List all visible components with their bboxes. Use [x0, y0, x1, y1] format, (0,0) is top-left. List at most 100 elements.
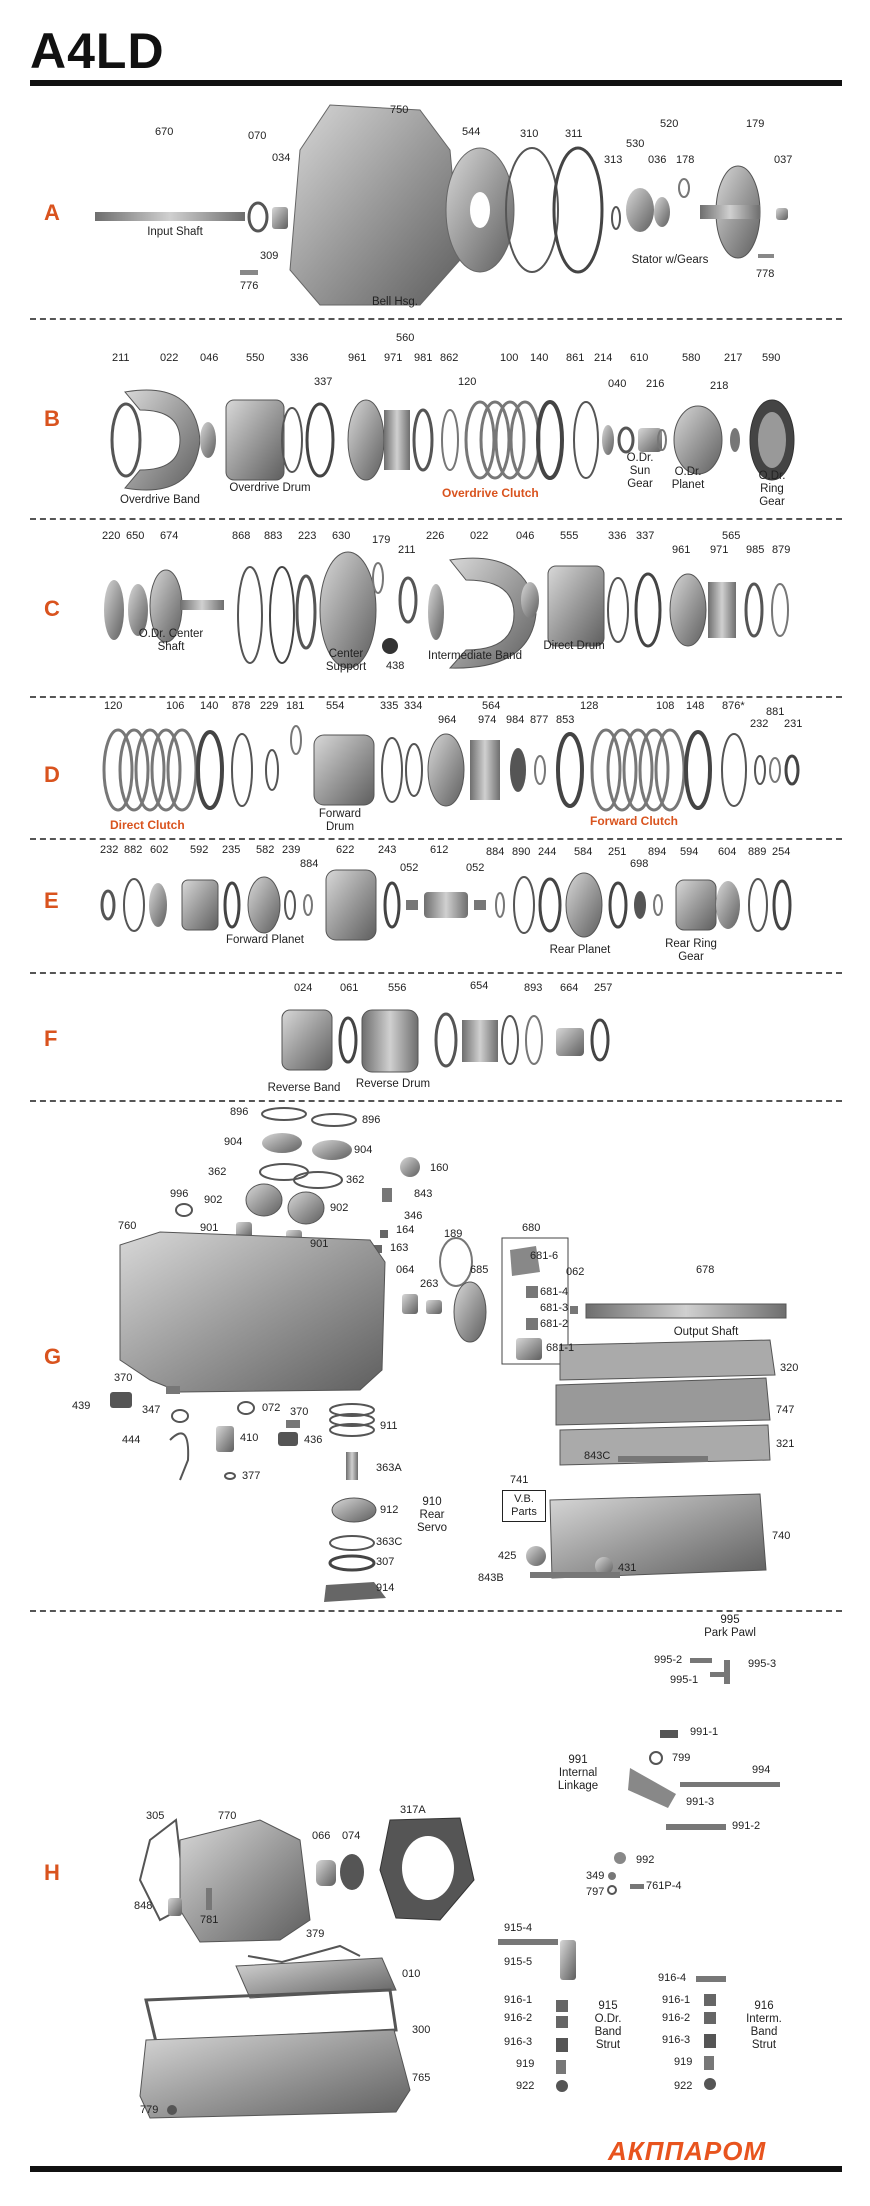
forward-clutch-shape: [590, 728, 686, 812]
part-number: 410: [240, 1432, 259, 1444]
part-310-shape: [505, 147, 559, 273]
reverse-band-shape: [281, 1009, 333, 1071]
part-164-shape: [380, 1230, 388, 1238]
part-530-shape: [626, 188, 654, 232]
part-654c-shape: [501, 1015, 519, 1065]
label-overdrive-band: Overdrive Band: [120, 494, 200, 506]
part-320-shape: [559, 1339, 776, 1381]
part-number: 996: [170, 1188, 189, 1200]
part-number: 554: [326, 700, 345, 712]
overdrive-clutch-shape: [464, 400, 541, 480]
part-number: 747: [776, 1404, 795, 1416]
label-rear-planet: Rear Planet: [549, 944, 611, 956]
part-347-shape: [171, 1409, 189, 1423]
part-number: 229: [260, 700, 279, 712]
part-861-shape: [573, 401, 599, 479]
label-intermediate-band: Intermediate Band: [428, 650, 522, 662]
part-number: 232: [750, 718, 769, 730]
part-number: 243: [378, 844, 397, 856]
bolt-776-shape: [240, 270, 258, 275]
label-park-pawl: 995 Park Pawl: [704, 1614, 756, 1639]
part-915-916-3-shape: [556, 2038, 568, 2052]
label-interm-band-strut: 916 Interm. Band Strut: [746, 2000, 782, 2051]
part-881-shape: [769, 757, 781, 783]
part-number: 164: [396, 1224, 415, 1236]
part-number: 916-1: [662, 1994, 691, 2006]
part-046-shape: [200, 422, 216, 458]
part-995-3-shape: [724, 1660, 730, 1684]
label-reverse-band: Reverse Band: [267, 1082, 341, 1094]
part-number: 336: [608, 530, 627, 542]
part-number: 377: [242, 1470, 261, 1482]
part-number: 610: [630, 352, 649, 364]
part-254-shape: [772, 879, 792, 931]
part-number: 320: [780, 1362, 799, 1374]
part-number: 915-5: [504, 1956, 533, 1968]
part-number: 178: [676, 154, 695, 166]
part-number: 916-3: [504, 2036, 533, 2048]
part-number: 120: [458, 376, 477, 388]
part-896b-shape: [311, 1113, 357, 1127]
direct-drum-shape: [547, 565, 605, 647]
section-letter-b: B: [44, 406, 60, 431]
part-number: 046: [516, 530, 535, 542]
part-number: 881: [766, 706, 785, 718]
part-number: 140: [200, 700, 219, 712]
pan-765-shape: [139, 2029, 411, 2119]
part-229-shape: [265, 749, 279, 791]
part-number: 685: [470, 1264, 489, 1276]
bolt-778-shape: [758, 254, 774, 258]
part-number: 681-1: [546, 1342, 575, 1354]
part-140d-shape: [196, 730, 224, 810]
section-letter-c: C: [44, 596, 60, 621]
part-377-shape: [224, 1472, 236, 1480]
part-number: 036: [648, 154, 667, 166]
part-916-2-shape: [704, 2012, 716, 2024]
part-064-shape: [402, 1294, 418, 1314]
part-number: 971: [384, 352, 403, 364]
part-235-shape: [223, 881, 241, 929]
part-439-shape: [110, 1392, 132, 1408]
part-061-shape: [338, 1016, 358, 1064]
bell-housing-shape: [289, 104, 461, 306]
label-odr-ring-gear: O.Dr. Ring Gear: [758, 470, 786, 508]
part-370a-shape: [166, 1386, 180, 1394]
part-number: 226: [426, 530, 445, 542]
part-number: 985: [746, 544, 765, 556]
part-904a-shape: [262, 1133, 302, 1153]
part-894-shape: [653, 894, 663, 916]
label-odr-planet: O.Dr. Planet: [671, 466, 705, 491]
part-879-shape: [771, 583, 789, 637]
part-number: 884: [486, 846, 505, 858]
part-995-2-shape: [690, 1658, 712, 1663]
odr-sun-gear-shape: [638, 428, 662, 452]
part-number: 362: [208, 1166, 227, 1178]
part-number: 072: [262, 1402, 281, 1414]
part-214-shape: [602, 425, 614, 455]
part-number: 878: [232, 700, 251, 712]
label-direct-drum: Direct Drum: [543, 640, 605, 652]
part-number: 163: [390, 1242, 409, 1254]
part-number: 922: [516, 2080, 535, 2092]
input-shaft-shape: [95, 212, 245, 221]
part-number: 995-2: [654, 1654, 683, 1666]
part-number: 211: [398, 544, 416, 556]
part-number: 760: [118, 1220, 137, 1232]
part-number: 991-2: [732, 1820, 761, 1832]
part-number: 622: [336, 844, 355, 856]
part-335-shape: [381, 737, 403, 803]
part-number: 046: [200, 352, 219, 364]
reverse-drum-shape: [361, 1009, 419, 1073]
part-number: 916-1: [504, 1994, 533, 2006]
part-number: 181: [286, 700, 305, 712]
part-number: 914: [376, 1582, 395, 1594]
part-number: 964: [438, 714, 457, 726]
part-number: 349: [586, 1870, 605, 1882]
intermediate-band-shape: [448, 557, 537, 669]
part-number: 590: [762, 352, 781, 364]
part-number: 592: [190, 844, 209, 856]
label-overdrive-clutch: Overdrive Clutch: [442, 486, 539, 500]
part-number: 232: [100, 844, 119, 856]
part-444-shape: [169, 1432, 190, 1481]
